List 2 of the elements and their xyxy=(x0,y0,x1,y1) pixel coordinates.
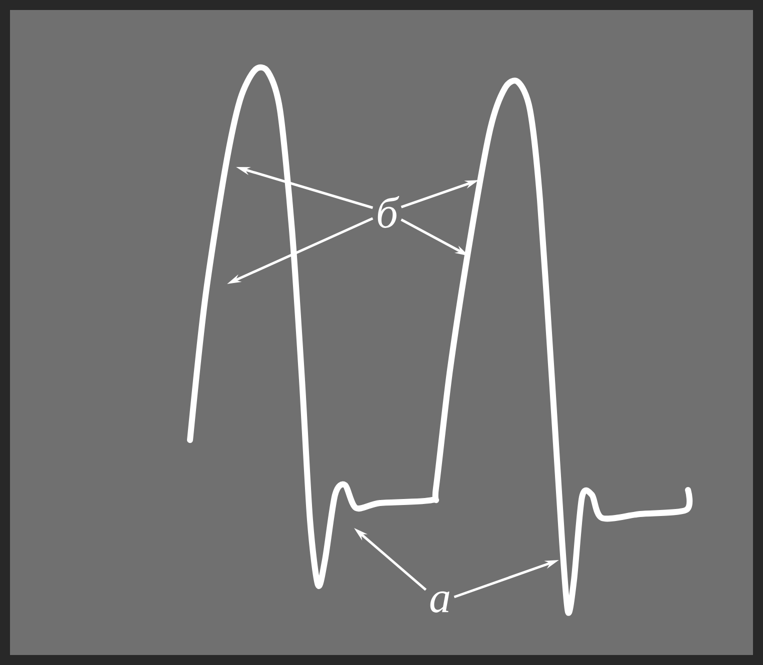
letter-label: б xyxy=(378,196,400,228)
letter-label: а xyxy=(430,591,450,613)
